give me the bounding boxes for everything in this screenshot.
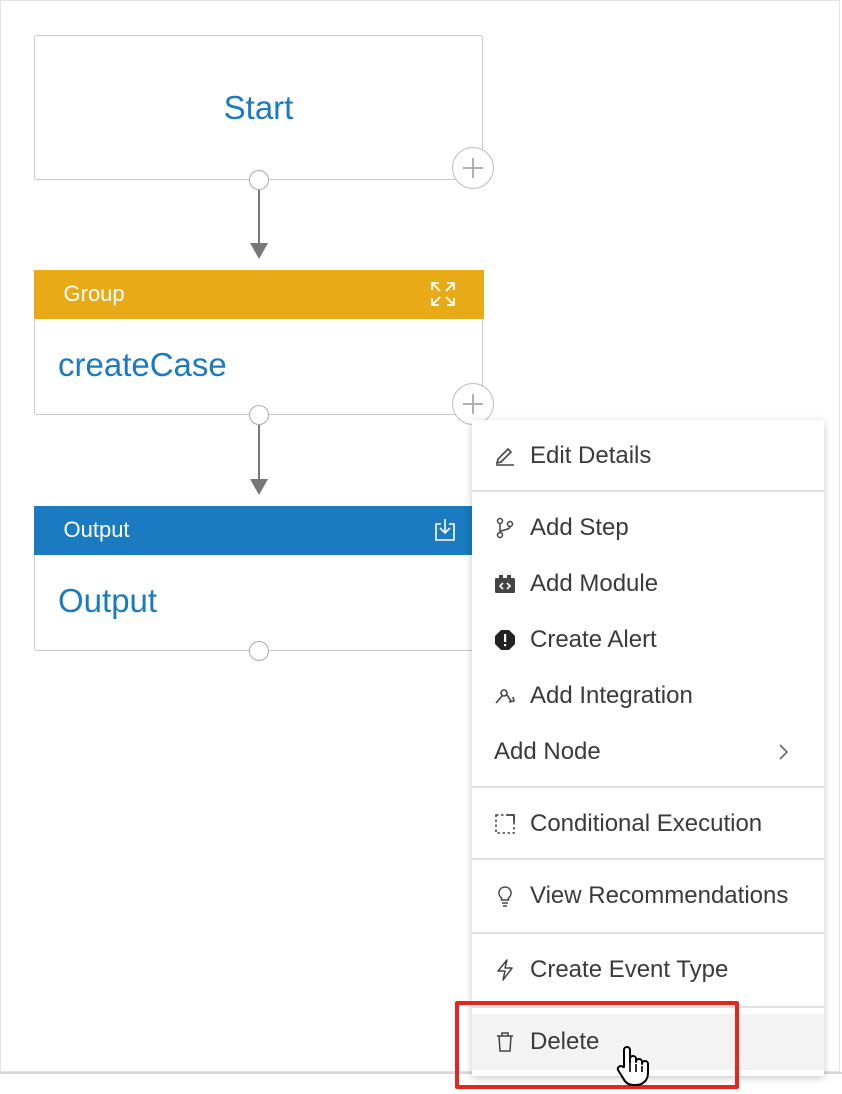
delete-highlight-box — [455, 1001, 739, 1089]
pencil-icon — [494, 445, 516, 467]
group-node-header: Group — [33, 269, 484, 319]
trash-icon — [494, 1031, 516, 1053]
output-node[interactable]: Output Output — [33, 505, 484, 651]
expand-icon[interactable] — [430, 281, 456, 307]
plus-icon — [463, 158, 483, 178]
menu-item-label: Conditional Execution — [530, 810, 763, 837]
branch-icon — [494, 517, 516, 539]
arrowhead-start-group — [250, 243, 268, 259]
output-output-port[interactable] — [249, 641, 269, 661]
menu-item-add-step[interactable]: Add Step — [472, 500, 824, 556]
menu-divider — [472, 786, 824, 788]
menu-item-label: Edit Details — [530, 442, 652, 469]
connector-start-group — [258, 190, 260, 245]
node-context-menu: Edit Details Add Step Add Module Create … — [472, 420, 824, 1076]
menu-item-label: View Recommendations — [530, 882, 789, 909]
menu-item-delete[interactable]: Delete — [472, 1014, 824, 1070]
alert-icon — [494, 629, 516, 651]
menu-item-add-integration[interactable]: Add Integration — [472, 668, 824, 724]
menu-item-create-alert[interactable]: Create Alert — [472, 612, 824, 668]
menu-item-label: Add Node — [494, 738, 601, 765]
menu-divider — [472, 858, 824, 860]
menu-item-conditional-execution[interactable]: Conditional Execution — [472, 796, 824, 852]
start-node-title: Start — [223, 88, 294, 126]
output-node-label: Output — [63, 517, 130, 542]
menu-item-edit-details[interactable]: Edit Details — [472, 428, 824, 484]
start-node[interactable]: Start — [34, 35, 483, 180]
arrowhead-group-output — [250, 479, 268, 495]
download-icon[interactable] — [434, 518, 456, 542]
output-node-header: Output — [33, 505, 484, 555]
hand-cursor-icon — [616, 1046, 649, 1086]
canvas-bottom-edge — [0, 1072, 842, 1074]
integration-icon — [494, 685, 516, 707]
start-output-port[interactable] — [249, 170, 269, 190]
menu-item-add-module[interactable]: Add Module — [472, 556, 824, 612]
menu-divider — [472, 932, 824, 934]
group-output-port[interactable] — [249, 405, 269, 425]
group-node-title: createCase — [58, 346, 227, 383]
module-icon — [494, 573, 516, 595]
menu-item-label: Add Integration — [530, 682, 693, 709]
menu-item-label: Create Event Type — [530, 956, 729, 983]
dashed-square-icon — [494, 813, 516, 835]
menu-item-label: Create Alert — [530, 626, 657, 653]
menu-item-label: Delete — [530, 1028, 600, 1055]
plus-icon — [463, 394, 483, 414]
connector-group-output — [258, 425, 260, 481]
menu-divider — [472, 1006, 824, 1008]
group-node[interactable]: Group createCase — [33, 269, 484, 415]
lightning-icon — [494, 959, 516, 981]
menu-divider — [472, 490, 824, 492]
lightbulb-icon — [494, 885, 516, 907]
chevron-right-icon — [772, 741, 794, 763]
menu-item-create-event-type[interactable]: Create Event Type — [472, 942, 824, 998]
menu-item-add-node[interactable]: Add Node — [472, 724, 824, 780]
output-node-title: Output — [58, 582, 158, 619]
menu-item-view-recommendations[interactable]: View Recommendations — [472, 868, 824, 924]
group-node-label: Group — [63, 281, 125, 306]
menu-item-label: Add Module — [530, 570, 659, 597]
group-add-button[interactable] — [452, 383, 494, 425]
flow-canvas — [0, 0, 840, 1072]
start-add-button[interactable] — [452, 147, 494, 189]
menu-item-label: Add Step — [530, 514, 629, 541]
